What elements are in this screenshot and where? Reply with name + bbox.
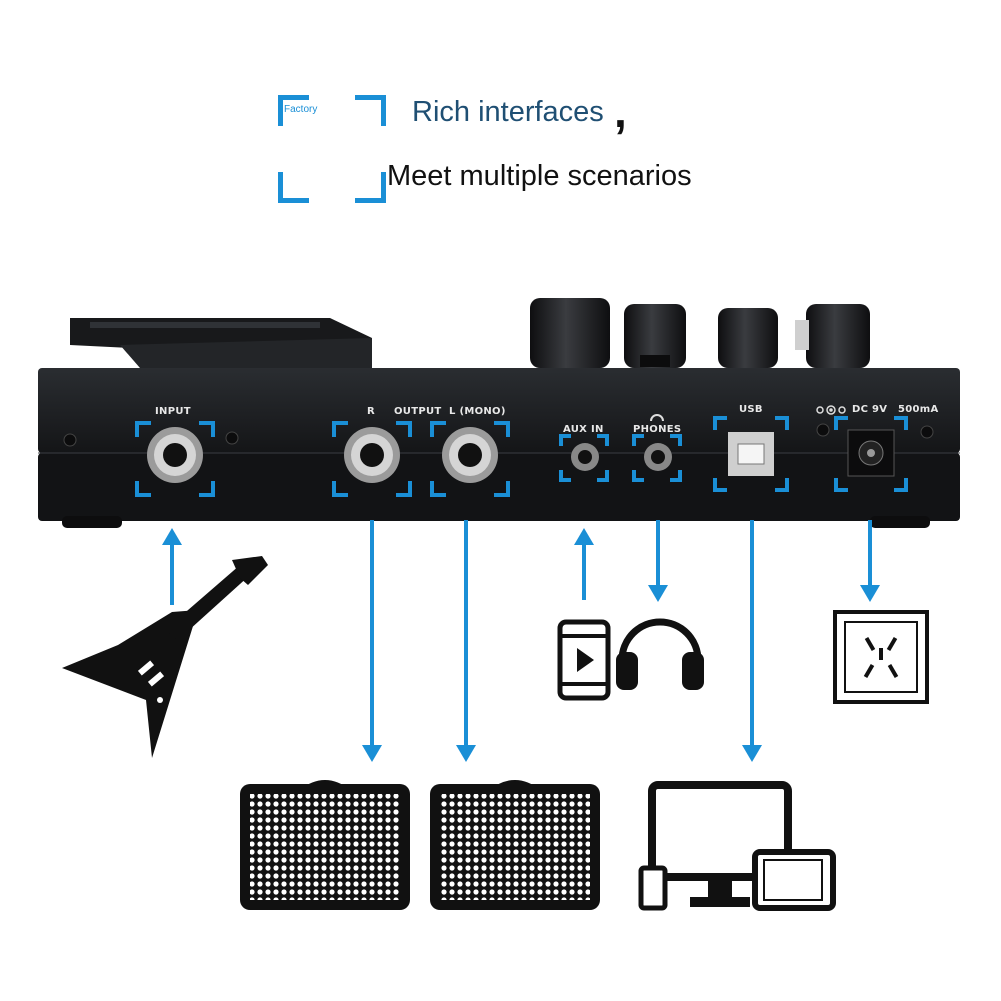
- phone-icon: [557, 619, 611, 701]
- output-r-jack: [344, 427, 400, 483]
- guitar-icon: [62, 556, 268, 758]
- knob-2: [624, 304, 686, 368]
- bracket-bottom-left: [278, 172, 309, 203]
- tablet-icon: [752, 849, 836, 911]
- input-jack: [147, 427, 203, 483]
- label-l-mono: L (MONO): [449, 406, 506, 417]
- label-output-r: R: [367, 406, 376, 417]
- aux-in-jack: [571, 443, 599, 471]
- knob-3: [718, 308, 778, 368]
- dc-power-jack: [847, 429, 895, 477]
- label-usb: USB: [739, 404, 763, 415]
- bracket-top-left: [278, 95, 309, 126]
- title-punctuation: ,: [614, 85, 627, 137]
- label-current: 500mA: [898, 404, 939, 415]
- bracket-top-right: [355, 95, 386, 126]
- page-subtitle: Meet multiple scenarios: [387, 160, 692, 192]
- factory-watermark: Factory: [284, 104, 318, 115]
- usb-port: [728, 432, 774, 476]
- output-l-jack: [442, 427, 498, 483]
- page-title: Rich interfaces: [412, 96, 604, 128]
- label-phones: PHONES: [633, 424, 682, 435]
- computer-icon: [648, 781, 792, 907]
- phones-jack: [644, 443, 672, 471]
- knob-1: [530, 298, 610, 368]
- speaker-cabinet-icon: [430, 780, 600, 910]
- label-dc: DC 9V: [852, 404, 888, 415]
- port-highlights: [135, 416, 908, 497]
- headphone-glyph-icon: [650, 414, 664, 422]
- power-outlet-icon: [833, 610, 929, 704]
- headphones-icon: [616, 618, 704, 690]
- bracket-bottom-right: [355, 172, 386, 203]
- label-aux-in: AUX IN: [563, 424, 604, 435]
- label-output: OUTPUT: [394, 406, 442, 417]
- label-input: INPUT: [155, 406, 191, 417]
- connection-arrows: [162, 520, 880, 762]
- dc-polarity-icon: [816, 405, 846, 415]
- small-phone-icon: [638, 865, 668, 911]
- speaker-cabinet-icon: [240, 780, 410, 910]
- knob-4: [795, 304, 870, 368]
- expression-pedal: [70, 318, 372, 368]
